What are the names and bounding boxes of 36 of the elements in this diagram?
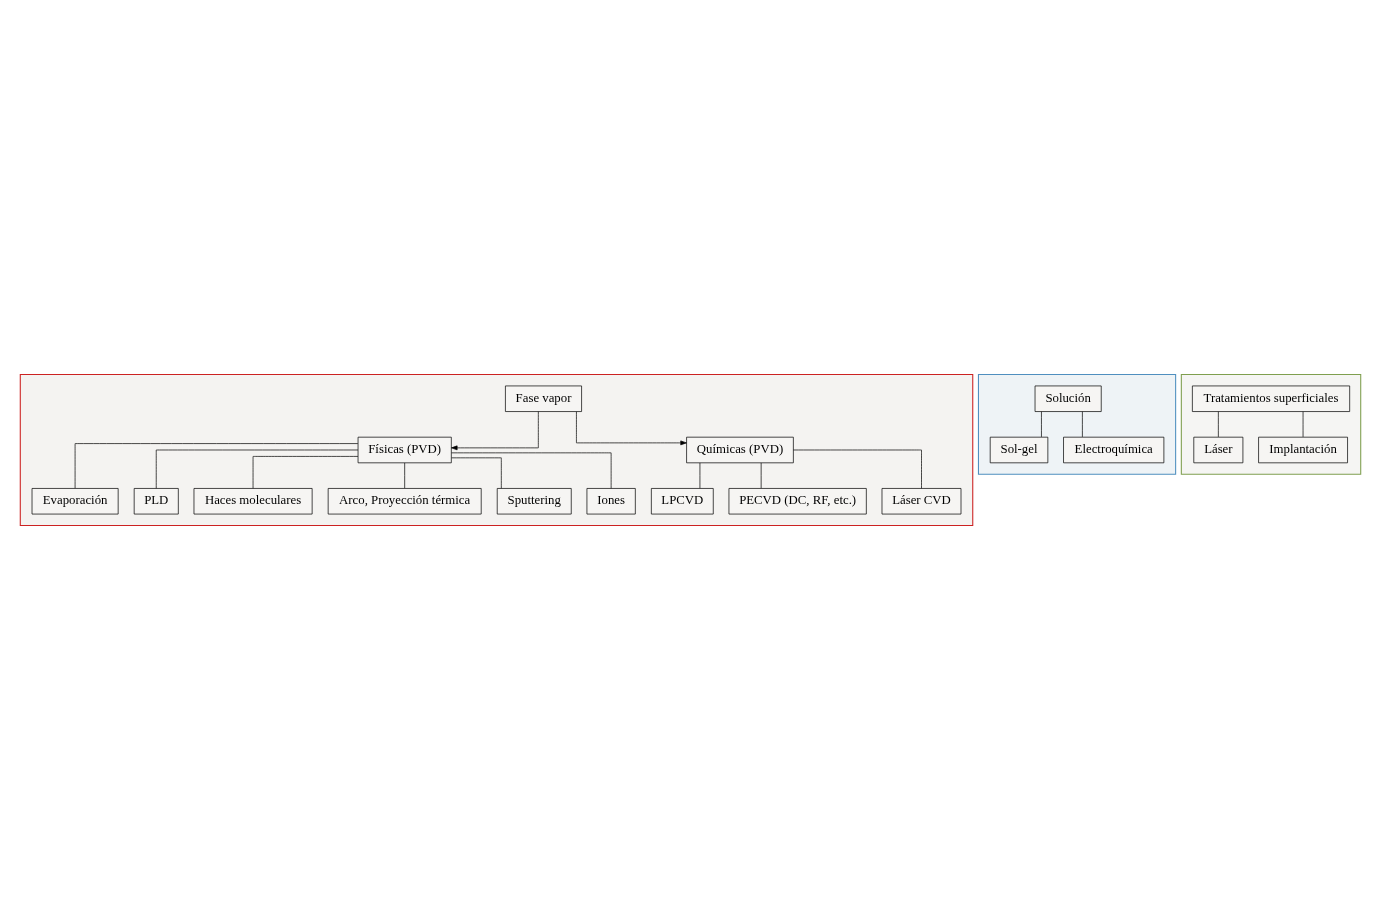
node-box: Implantación	[1258, 436, 1348, 463]
node-box: Electroquímica	[1063, 436, 1165, 463]
node-box: Solución	[1034, 385, 1102, 412]
node-box: Químicas (PVD)	[686, 436, 794, 463]
node-box: Fase vapor	[505, 385, 582, 412]
node-box: Sol-gel	[989, 436, 1049, 463]
node-box: LPCVD	[651, 487, 714, 514]
cluster	[977, 373, 1177, 475]
node-box: PLD	[133, 487, 179, 514]
connector	[252, 455, 359, 489]
connector	[404, 462, 406, 488]
connector	[451, 452, 612, 489]
cluster	[19, 373, 974, 526]
connector	[1041, 410, 1042, 437]
node-box: Haces moleculares	[193, 487, 313, 514]
node-box: Tratamientos superficiales	[1192, 385, 1351, 412]
connector	[760, 462, 762, 488]
node-box: Láser	[1193, 436, 1244, 463]
connector	[1302, 410, 1304, 437]
node-box: PECVD (DC, RF, etc.)	[728, 487, 867, 514]
cluster	[1180, 373, 1362, 475]
connector	[1218, 410, 1219, 437]
arrow	[576, 410, 687, 445]
node-box: Arco, Proyección térmica	[327, 487, 482, 514]
node-box: Iones	[586, 487, 636, 514]
connector	[155, 449, 359, 489]
node-box: Láser CVD	[881, 487, 962, 514]
arrow	[451, 410, 539, 450]
connector	[793, 449, 922, 489]
connector	[451, 456, 502, 489]
node-box: Evaporación	[31, 487, 119, 514]
connector	[1082, 410, 1083, 437]
connector	[699, 462, 701, 488]
node-box: Físicas (PVD)	[357, 436, 452, 463]
connector	[74, 442, 359, 489]
node-box: Sputtering	[496, 487, 572, 514]
